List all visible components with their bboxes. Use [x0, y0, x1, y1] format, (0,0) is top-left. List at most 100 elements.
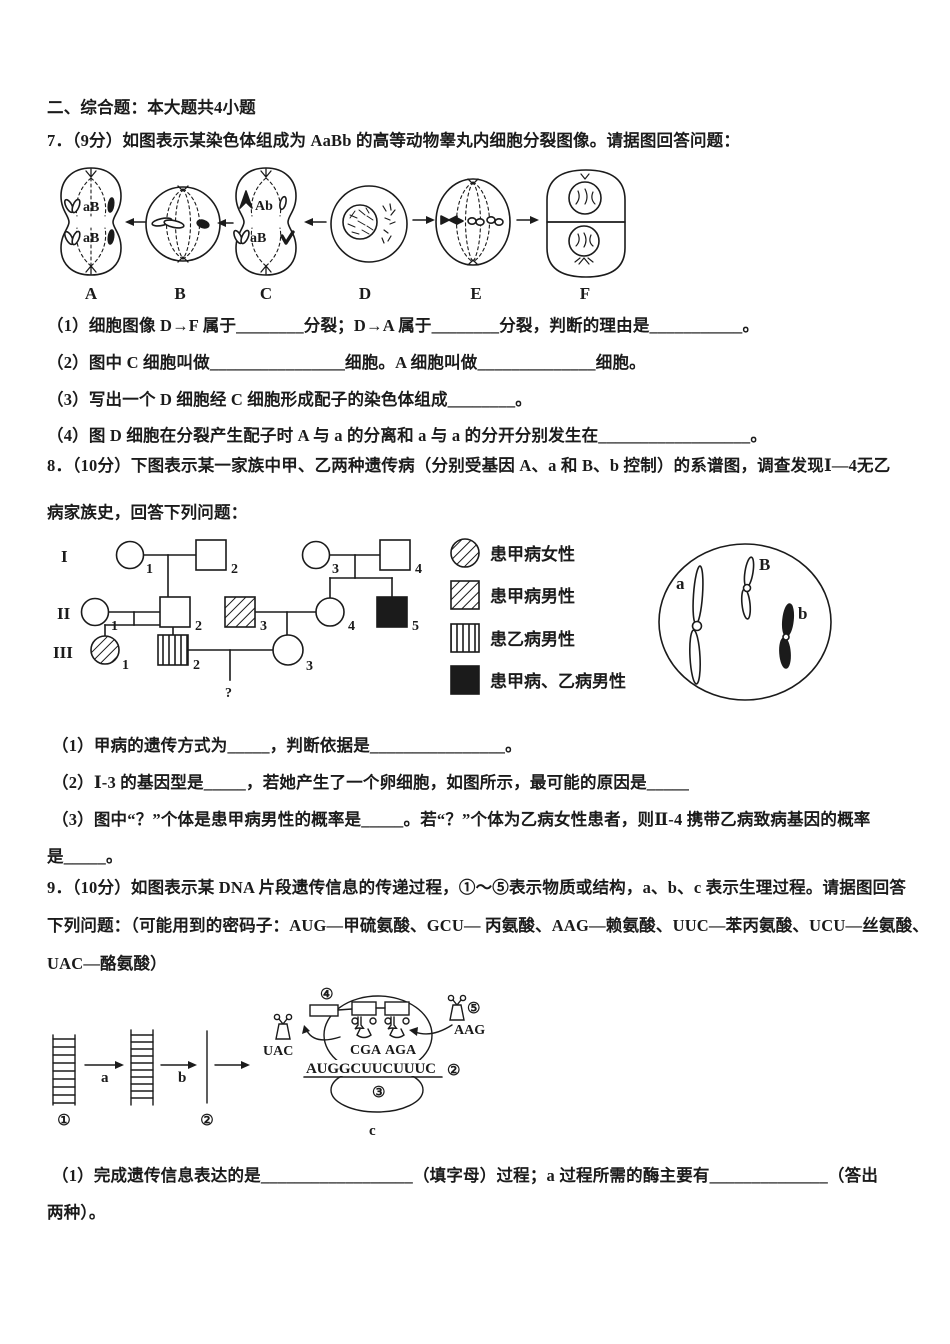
num-II-5: 5	[412, 619, 419, 634]
unknown-child-mark: ?	[225, 686, 232, 701]
pedigree-II-2	[159, 596, 191, 628]
chromosomes-C	[233, 190, 295, 245]
legend-affected-A-female-icon	[450, 538, 480, 568]
dna-ladder-1	[52, 1034, 76, 1106]
cellC-genes-top: Ab	[255, 199, 273, 214]
cell-division-diagram: aB aB Ab aB A B C D E F	[60, 167, 626, 303]
cell-F	[546, 169, 626, 278]
q8-sub2: （2）Ⅰ-3 的基因型是_____，若她产生了一个卵细胞，如图所示，最可能的原因…	[52, 773, 690, 792]
label-chromosome-B: B	[759, 555, 770, 574]
pedigree-I-2	[195, 539, 227, 571]
label-process-c: c	[369, 1123, 376, 1139]
num-III-2: 2	[193, 658, 200, 673]
pedigree-II-5	[376, 596, 408, 628]
cell-label-F: F	[580, 284, 590, 303]
label-circled-1: ①	[57, 1113, 70, 1129]
label-anticodon-cga: CGA	[350, 1043, 382, 1058]
q9-stem-line2: 下列问题：（可能用到的密码子：AUG—甲硫氨酸、GCU— 丙氨酸、AAG—赖氨酸…	[47, 916, 929, 935]
gen-label-I: I	[61, 547, 68, 566]
cell-label-D: D	[359, 284, 371, 303]
num-I-1: 1	[146, 562, 153, 577]
pedigree-II-1	[80, 597, 110, 627]
chromatin	[347, 207, 374, 235]
q7-sub2: （2）图中 C 细胞叫做________________细胞。A 细胞叫做___…	[47, 353, 646, 372]
cell-label-A: A	[85, 284, 98, 303]
label-circled-2b: ②	[447, 1063, 460, 1079]
q9-stem-line1: 9．（10分）如图表示某 DNA 片段遗传信息的传递过程，①～⑤表示物质或结构，…	[47, 878, 907, 897]
pedigree-diagram: I II III 1 2 3 4 1 2 3 4 5 1 2 3 ? 患甲病女性…	[53, 538, 832, 701]
q9-sub1-line1: （1）完成遗传信息表达的是__________________（填字母）过程；a…	[52, 1166, 879, 1185]
chromosomes-E	[440, 215, 504, 226]
pedigree-II-4	[315, 597, 345, 627]
cellC-genes-bottom: aB	[250, 231, 266, 246]
legend-label-4: 患甲病、乙病男性	[490, 671, 626, 691]
cell-label-C: C	[260, 284, 272, 303]
label-circled-3: ③	[372, 1085, 385, 1101]
trna-incoming	[447, 994, 467, 1021]
gen-label-III: III	[53, 643, 73, 662]
legend-affected-A-male-icon	[450, 580, 480, 610]
gene-expression-diagram: ① a b ② ④ ⑤ UAC CGA AGA AAG AUGGCUUCUUUC…	[52, 987, 485, 1139]
q8-sub1: （1）甲病的遗传方式为_____，判断依据是________________。	[52, 736, 522, 755]
legend-affected-AB-male-icon	[450, 665, 480, 695]
cell-A	[60, 167, 122, 276]
label-chromosome-a: a	[676, 574, 685, 593]
num-II-1: 1	[111, 619, 118, 634]
trna-in-ribosome-1	[351, 1016, 377, 1039]
cell-B	[145, 185, 221, 263]
label-process-a: a	[101, 1070, 109, 1086]
pedigree-I-4	[379, 539, 411, 571]
label-anticodon-aga: AGA	[385, 1043, 417, 1058]
q8-stem-line2: 病家族史，回答下列问题：	[47, 503, 248, 522]
q9-stem-line3: UAC—酪氨酸）	[47, 954, 167, 973]
label-chromosome-b: b	[798, 604, 807, 623]
label-circled-4: ④	[320, 987, 333, 1003]
dna-ladder-2	[130, 1029, 154, 1106]
q8-stem-line1: 8．（10分）下图表示某一家族中甲、乙两种遗传病（分别受基因 A、a 和 B、b…	[47, 456, 891, 475]
q7-sub3: （3）写出一个 D 细胞经 C 细胞形成配子的染色体组成________。	[47, 390, 532, 409]
num-III-3: 3	[306, 659, 313, 674]
num-I-2: 2	[231, 562, 238, 577]
chromosomes-A	[63, 197, 115, 246]
label-circled-5: ⑤	[467, 1001, 480, 1017]
polypeptide-chain	[309, 1001, 410, 1017]
legend-label-2: 患甲病男性	[490, 586, 575, 606]
cellA-genes-bottom: aB	[83, 231, 99, 246]
num-I-4: 4	[415, 562, 422, 577]
q8-sub3-line1: （3）图中“？”个体是患甲病男性的概率是_____。若“？”个体为乙病女性患者，…	[52, 810, 871, 829]
q8-sub3-line2: 是_____。	[47, 847, 123, 866]
label-circled-2: ②	[200, 1113, 213, 1129]
q7-stem: 7．（9分）如图表示某染色体组成为 AaBb 的高等动物睾丸内细胞分裂图像。请据…	[47, 131, 741, 150]
chromosome-B	[740, 556, 755, 620]
cell-label-B: B	[174, 284, 185, 303]
num-II-2: 2	[195, 619, 202, 634]
flow-arrows	[125, 216, 539, 227]
trna-in-ribosome-2	[384, 1016, 410, 1039]
label-anticodon-aag: AAG	[454, 1023, 485, 1038]
cell-label-E: E	[470, 284, 481, 303]
arrow-trna-entry	[414, 1024, 453, 1035]
pedigree-III-2	[157, 634, 189, 666]
mrna-sequence: AUGGCUUCUUUC	[306, 1061, 436, 1077]
q9-sub1-line2: 两种）。	[47, 1203, 106, 1222]
chromosome-a	[689, 565, 704, 685]
legend-label-1: 患甲病女性	[490, 544, 575, 564]
chromosome-b	[779, 603, 795, 669]
pedigree-I-3	[301, 540, 331, 570]
pedigree-I-1	[115, 540, 145, 570]
num-III-1: 1	[122, 658, 129, 673]
num-II-3: 3	[260, 619, 267, 634]
num-II-4: 4	[348, 619, 355, 634]
cell-D	[330, 185, 408, 263]
cell-E	[435, 178, 511, 266]
label-anticodon-uac: UAC	[263, 1044, 293, 1059]
cell-C	[233, 167, 297, 276]
legend-label-3: 患乙病男性	[490, 629, 575, 649]
q7-sub4: （4）图 D 细胞在分裂产生配子时 A 与 a 的分离和 a 与 a 的分开分别…	[47, 426, 768, 445]
pedigree-III-3	[272, 634, 304, 666]
q7-sub1: （1）细胞图像 D→F 属于________分裂；D→A 属于________分…	[47, 316, 760, 335]
num-I-3: 3	[332, 562, 339, 577]
legend-affected-B-male-icon	[450, 623, 480, 653]
pedigree-II-3	[224, 596, 256, 628]
label-process-b: b	[178, 1070, 186, 1086]
